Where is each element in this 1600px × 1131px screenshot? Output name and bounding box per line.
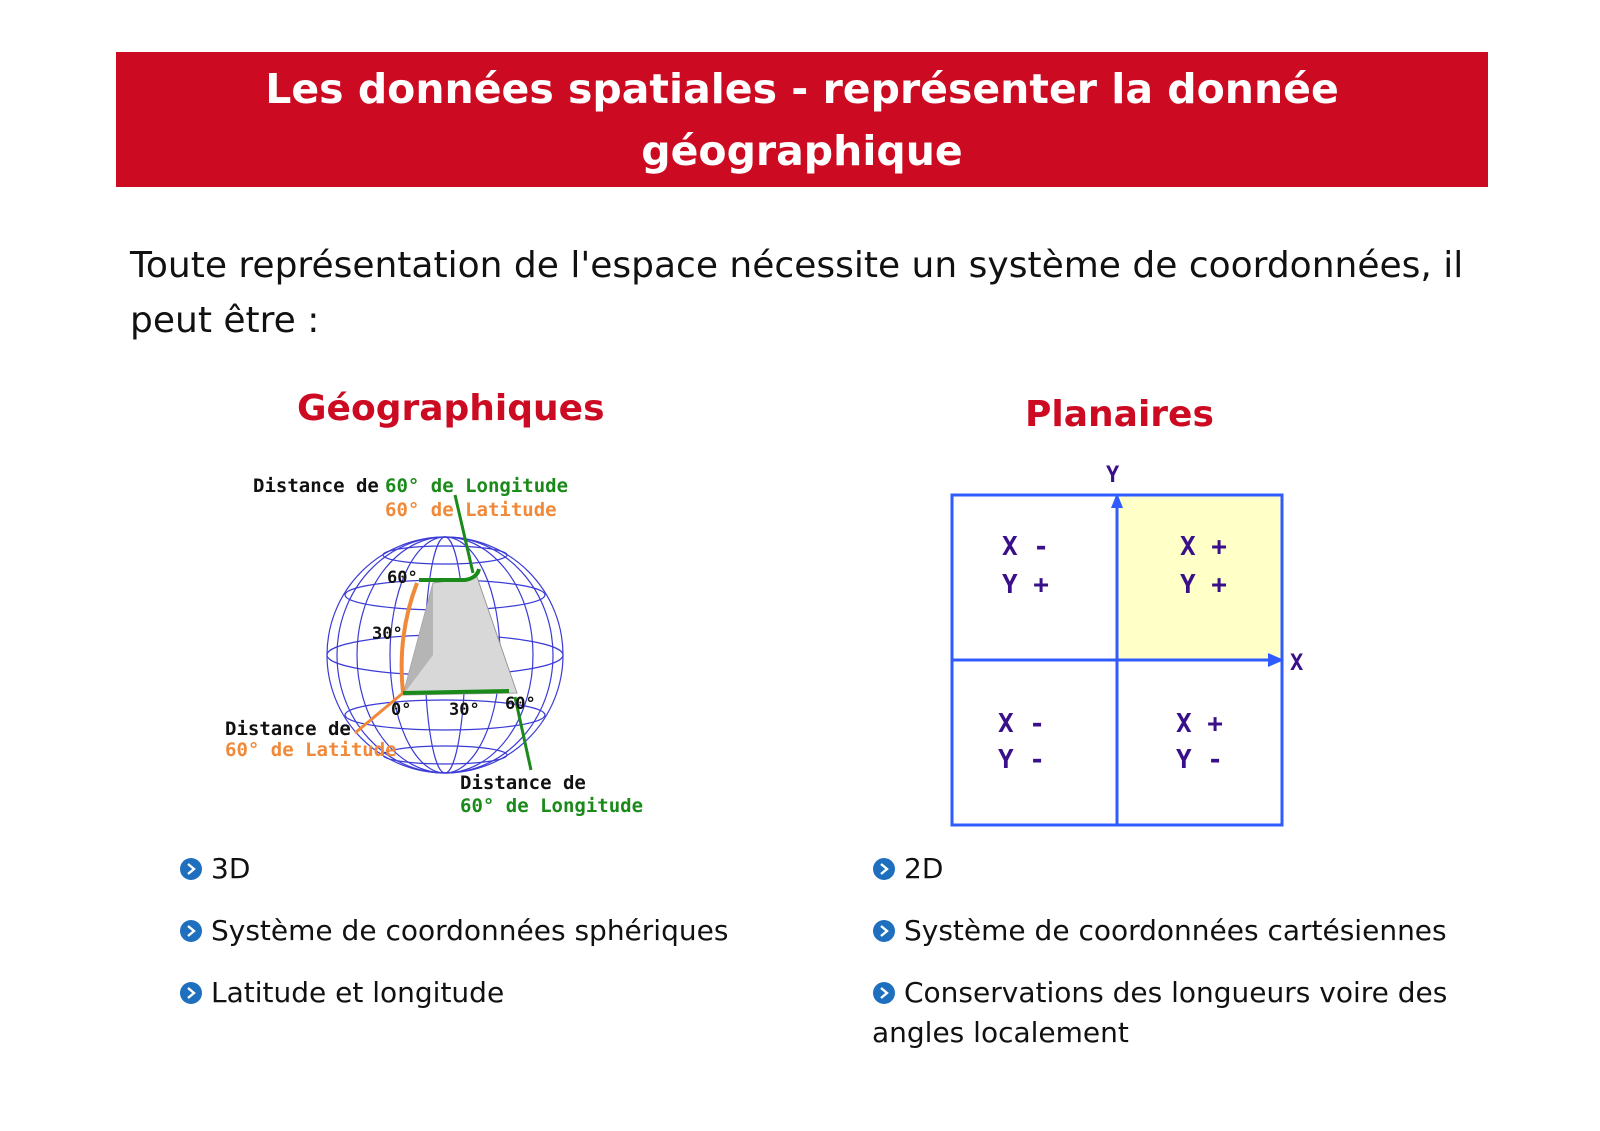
tick-30-lat: 30° [372, 624, 403, 644]
right-bullet-item: Conservations des longueurs voire des an… [872, 973, 1472, 1053]
intro-text: Toute représentation de l'espace nécessi… [130, 238, 1530, 348]
globe-left-label-orange: 60° de Latitude [225, 739, 397, 761]
tick-30-lon: 30° [449, 700, 480, 720]
tick-0: 0° [391, 700, 411, 720]
right-bullet-item: 2D [872, 849, 1472, 889]
quadrant-br-x: X + [1176, 709, 1223, 739]
longitude-arc-top [419, 569, 479, 580]
right-bullet-text: Système de coordonnées cartésiennes [904, 914, 1447, 947]
quadrant-tr-y: Y + [1180, 570, 1227, 600]
globe-diagram: Distance de 60° de Longitude 60° de Lati… [215, 465, 645, 835]
quadrant-br-y: Y - [1176, 745, 1223, 775]
globe-top-label-black: Distance de [253, 475, 379, 497]
chevron-bullet-icon [179, 857, 203, 881]
quadrant-tl-y: Y + [1002, 570, 1049, 600]
tick-60-lon: 60° [505, 694, 536, 714]
globe-bottom-label-black: Distance de [460, 772, 586, 794]
globe-bottom-label-green: 60° de Longitude [460, 795, 643, 817]
chevron-bullet-icon [872, 919, 896, 943]
right-bullet-text: Conservations des longueurs voire des an… [872, 976, 1447, 1049]
left-bullet-text: Latitude et longitude [211, 976, 504, 1009]
slide-title-line-2: géographique [116, 120, 1488, 182]
cartesian-diagram: Y X X - Y + X + Y + X - Y - X + Y - [940, 460, 1320, 840]
chevron-bullet-icon [179, 919, 203, 943]
left-bullet-item: 3D [179, 849, 728, 889]
slide-title-line-1: Les données spatiales - représenter la d… [116, 58, 1488, 120]
left-bullet-item: Latitude et longitude [179, 973, 728, 1013]
heading-geographiques: Géographiques [297, 387, 605, 431]
slide-title-bar: Les données spatiales - représenter la d… [116, 52, 1488, 187]
quadrant-bl-y: Y - [998, 745, 1045, 775]
left-bullet-text: Système de coordonnées sphériques [211, 914, 728, 947]
left-bullet-list: 3D Système de coordonnées sphériques Lat… [179, 849, 728, 1035]
axis-x-label: X [1290, 651, 1303, 676]
quadrant-tr-x: X + [1180, 532, 1227, 562]
longitude-arc-bottom [403, 691, 509, 693]
quadrant-bl-x: X - [998, 709, 1045, 739]
tick-60-lat: 60° [387, 568, 418, 588]
chevron-bullet-icon [179, 981, 203, 1005]
left-bullet-item: Système de coordonnées sphériques [179, 911, 728, 951]
globe-left-label-black: Distance de [225, 718, 351, 740]
right-bullet-text: 2D [904, 852, 943, 885]
globe-top-label-green: 60° de Longitude [385, 475, 568, 497]
chevron-bullet-icon [872, 857, 896, 881]
right-bullet-list: 2D Système de coordonnées cartésiennes C… [872, 849, 1472, 1075]
right-bullet-item: Système de coordonnées cartésiennes [872, 911, 1472, 951]
heading-planaires: Planaires [1025, 393, 1214, 437]
left-bullet-text: 3D [211, 852, 250, 885]
chevron-bullet-icon [872, 981, 896, 1005]
globe-top-label-orange: 60° de Latitude [385, 499, 557, 521]
quadrant-tl-x: X - [1002, 532, 1049, 562]
axis-y-label: Y [1106, 463, 1120, 488]
